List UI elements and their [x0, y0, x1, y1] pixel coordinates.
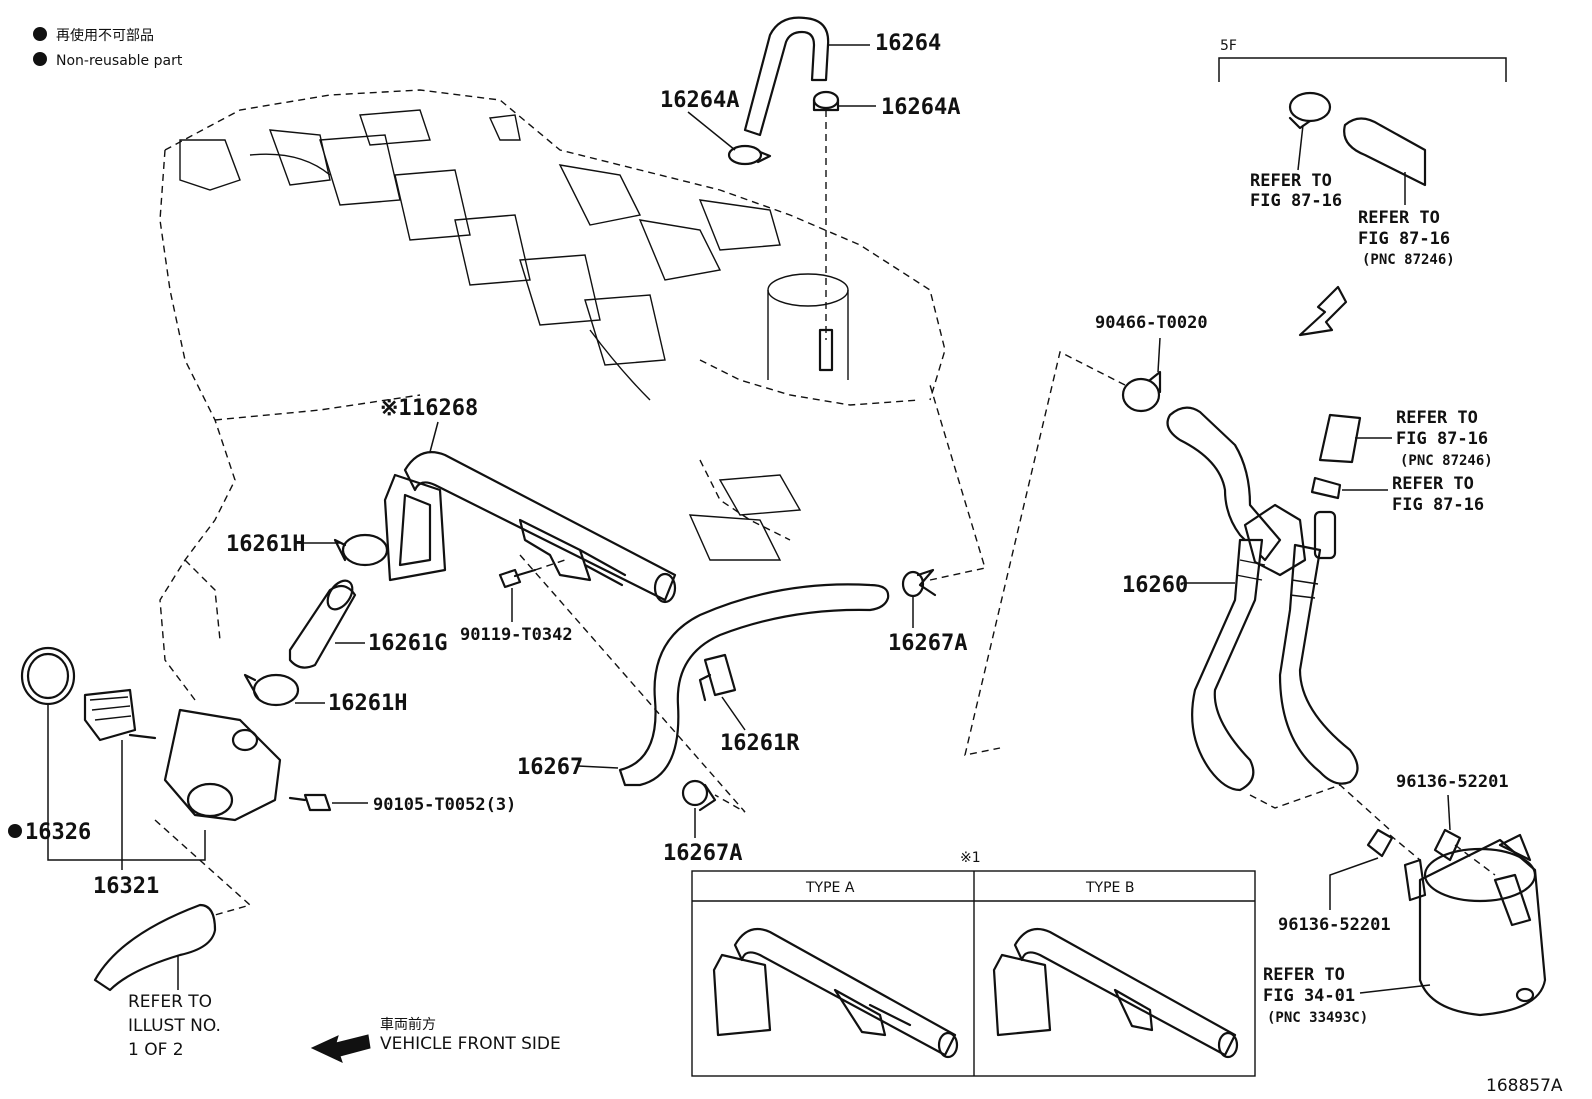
- ref-c-line1: REFER TO: [1396, 408, 1478, 428]
- callout-16267A-right: 16267A: [888, 631, 967, 656]
- hose-16260: [1166, 406, 1359, 792]
- ref-illust-line3: 1 OF 2: [128, 1040, 184, 1060]
- callout-16267: 16267: [517, 755, 583, 780]
- clamp-16264A-left: [727, 144, 772, 166]
- legend-bullet-icon: [33, 52, 47, 66]
- callout-96136-top: 96136-52201: [1396, 772, 1509, 792]
- callout-16261H-bottom: 16261H: [328, 691, 407, 716]
- hose-16267: [618, 583, 890, 787]
- callout-16260: 16260: [1122, 573, 1188, 598]
- water-inlet-housing: [163, 708, 282, 822]
- ref-illust-line1: REFER TO: [128, 992, 212, 1012]
- callout-16326: 16326: [25, 820, 91, 845]
- ref-a-line1: REFER TO: [1250, 171, 1332, 191]
- callout-90119: 90119-T0342: [460, 625, 573, 645]
- engine-outline: [159, 89, 946, 701]
- vehicle-front-arrow-icon: [310, 1034, 371, 1063]
- clamp-16261H-top: [333, 533, 389, 567]
- ref-illust-line2: ILLUST NO.: [128, 1016, 221, 1036]
- ref-c-line2: FIG 87-16: [1396, 429, 1488, 449]
- clamp-ref-a: [1288, 91, 1332, 130]
- inset-type-b: TYPE B: [1085, 880, 1134, 896]
- thermostat-16321: [83, 688, 157, 742]
- ref-a-line2: FIG 87-16: [1250, 191, 1342, 211]
- callout-90466: 90466-T0020: [1095, 313, 1208, 333]
- clamp-96136-top: [1433, 828, 1462, 862]
- oil-cooler: [1403, 833, 1547, 1017]
- ref-e-line3: (PNC 33493C): [1267, 1010, 1368, 1026]
- direction-en: VEHICLE FRONT SIDE: [380, 1034, 561, 1054]
- hose-ref-b: [1343, 117, 1427, 187]
- legend-en: Non-reusable part: [56, 53, 183, 69]
- callout-16261G: 16261G: [368, 631, 447, 656]
- legend-bullet-icon: [33, 27, 47, 41]
- ref-e-line1: REFER TO: [1263, 965, 1345, 985]
- callout-16321: 16321: [93, 874, 159, 899]
- ref-b-line2: FIG 87-16: [1358, 229, 1450, 249]
- callout-16264A-right: 16264A: [881, 95, 960, 120]
- ref-e-line2: FIG 34-01: [1263, 986, 1355, 1006]
- bolt-90119: [498, 559, 566, 589]
- clamp-ref-d: [1310, 476, 1342, 500]
- direction-arrow-icon: [1298, 285, 1348, 337]
- legend: 再使用不可部品 Non-reusable part: [33, 27, 183, 69]
- pipe-16268: [383, 451, 677, 604]
- callout-16264: 16264: [875, 31, 941, 56]
- figure-id: 168857A: [1486, 1076, 1563, 1096]
- clamp-96136-bottom: [1366, 828, 1394, 858]
- ref-d-line2: FIG 87-16: [1392, 495, 1484, 515]
- legend-jp: 再使用不可部品: [56, 27, 154, 44]
- inset-type-a: TYPE A: [805, 880, 855, 896]
- callout-5F: 5F: [1220, 38, 1237, 54]
- direction-jp: 車両前方: [380, 1016, 436, 1033]
- callout-16261R: 16261R: [720, 731, 800, 756]
- hose-16261G: [288, 579, 357, 669]
- ref-c-line3: (PNC 87246): [1400, 453, 1493, 469]
- clamp-16261H-bottom: [243, 673, 300, 707]
- non-reusable-mark-icon: [8, 824, 22, 838]
- callout-16268: 16268: [412, 396, 478, 421]
- callout-16267A-bottom: 16267A: [663, 841, 742, 866]
- clamp-16261R: [698, 653, 737, 702]
- callout-16268-prefix: ※1: [380, 396, 412, 421]
- callout-16264A-left: 16264A: [660, 88, 739, 113]
- inset-box: TYPE A TYPE B: [691, 870, 1256, 1077]
- hose-16264: [743, 16, 834, 372]
- pipe-type-a: [712, 927, 959, 1059]
- ref-d-line1: REFER TO: [1392, 474, 1474, 494]
- clamp-90466: [1121, 370, 1162, 413]
- callout-90105: 90105-T0052(3): [373, 795, 516, 815]
- bolt-90105: [288, 793, 332, 812]
- clamp-16264A-right: [812, 90, 840, 112]
- clamp-16267A-right: [901, 568, 937, 598]
- callout-96136-bottom: 96136-52201: [1278, 915, 1391, 935]
- ref-b-line1: REFER TO: [1358, 208, 1440, 228]
- hose-ref-c: [1318, 413, 1362, 464]
- gasket-16326: [20, 646, 76, 706]
- clamp-16267A-bottom: [681, 779, 717, 812]
- hose-refer-illust: [93, 819, 252, 992]
- callout-16261H-top: 16261H: [226, 532, 305, 557]
- ref-b-line3: (PNC 87246): [1362, 252, 1455, 268]
- inset-marker: ※1: [960, 850, 981, 866]
- pipe-type-b: [992, 927, 1239, 1059]
